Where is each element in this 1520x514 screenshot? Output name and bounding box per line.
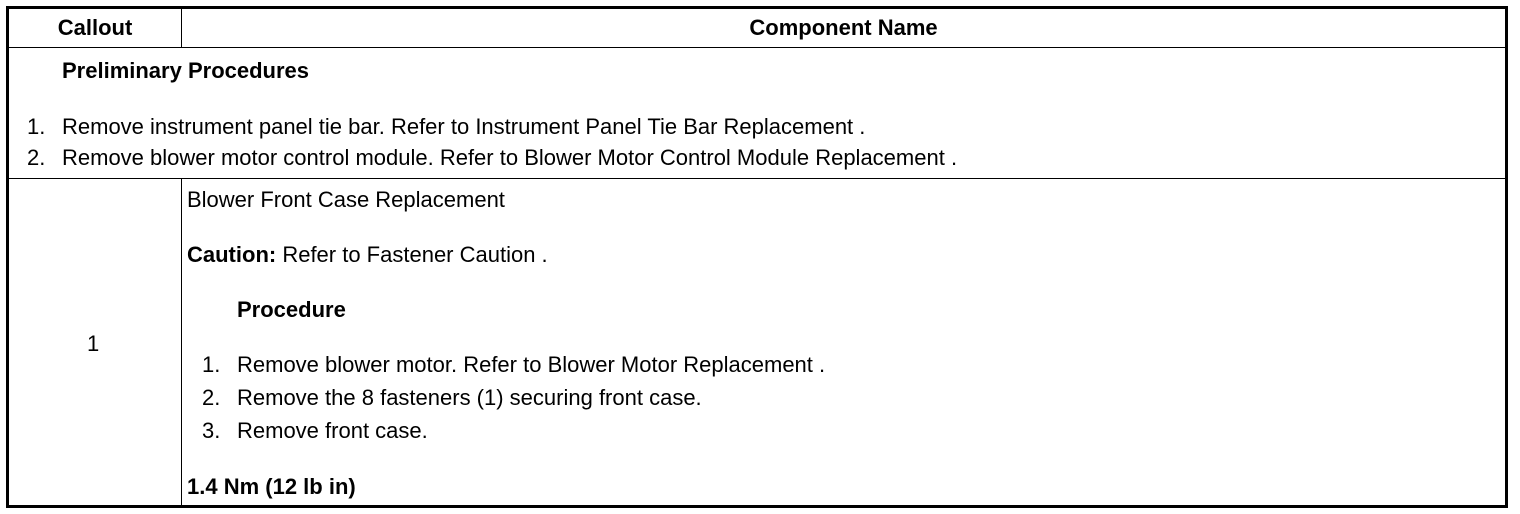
procedure-step-text: Remove front case. <box>237 418 428 443</box>
header-divider <box>9 47 1505 48</box>
preliminary-step-number: 1. <box>27 114 46 139</box>
preliminary-title: Preliminary Procedures <box>62 58 310 83</box>
preliminary-step-number: 2. <box>27 145 46 170</box>
header-callout: Callout <box>57 15 133 40</box>
header-component-name: Component Name <box>749 15 938 40</box>
caution-text: Refer to Fastener Caution . <box>276 242 548 267</box>
caution-line: Caution: Refer to Fastener Caution . <box>187 242 548 268</box>
header-column-divider <box>181 9 182 47</box>
procedure-table <box>6 6 1508 508</box>
procedure-step-number: 2. <box>202 385 221 410</box>
torque-spec: 1.4 Nm (12 lb in) <box>187 474 356 499</box>
row-column-divider <box>181 178 182 505</box>
caution-label: Caution: <box>187 242 277 267</box>
procedure-step-text: Remove the 8 fasteners (1) securing fron… <box>237 385 702 410</box>
procedure-step-text: Remove blower motor. Refer to Blower Mot… <box>237 352 826 377</box>
preliminary-step-text: Remove blower motor control module. Refe… <box>62 145 958 170</box>
row-callout: 1 <box>87 331 100 356</box>
preliminary-step-text: Remove instrument panel tie bar. Refer t… <box>62 114 866 139</box>
row-title: Blower Front Case Replacement <box>187 187 505 212</box>
procedure-step-number: 3. <box>202 418 221 443</box>
procedure-title: Procedure <box>237 297 346 322</box>
procedure-step-number: 1. <box>202 352 221 377</box>
preliminary-divider <box>9 178 1505 179</box>
